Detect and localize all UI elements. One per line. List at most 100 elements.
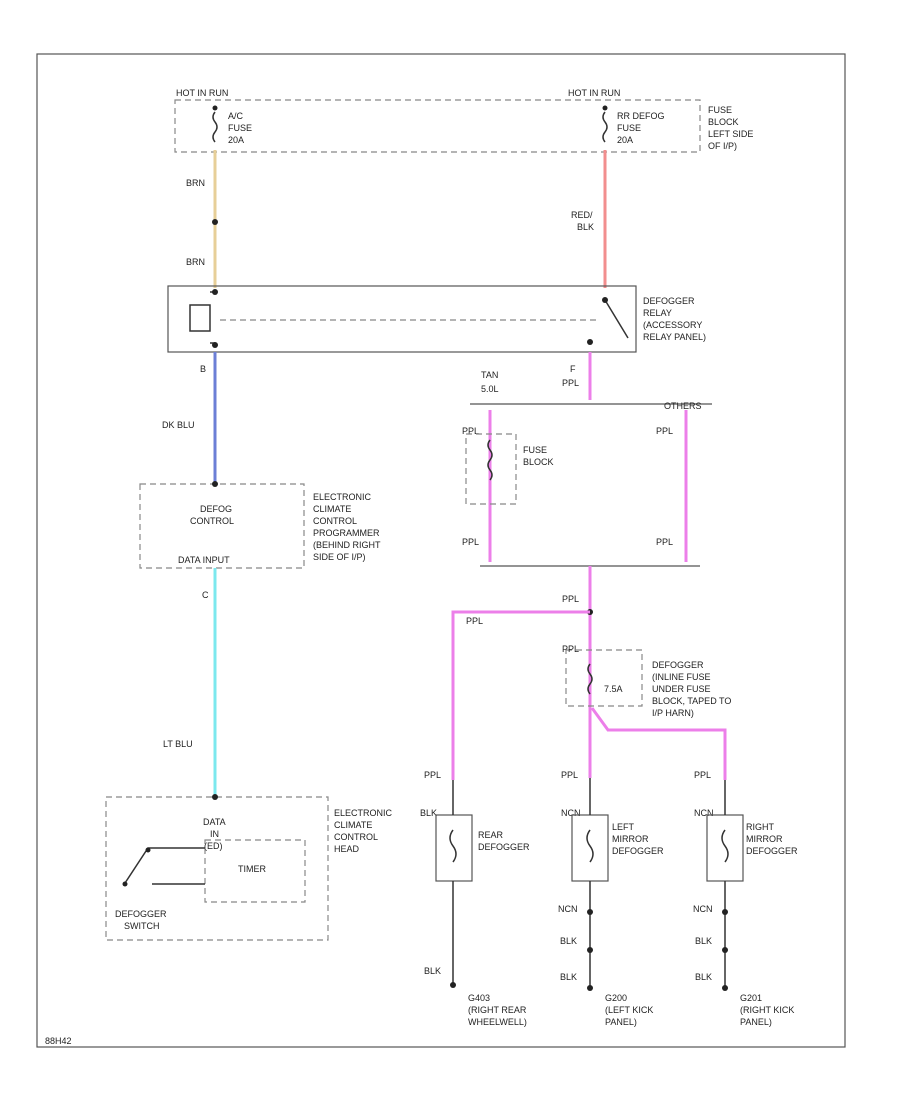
ground-label: (RIGHT REAR bbox=[468, 1005, 527, 1015]
junction-node bbox=[122, 881, 128, 887]
inline-fuse-box bbox=[565, 649, 643, 707]
ground-label: (LEFT KICK bbox=[605, 1005, 653, 1015]
junction-node bbox=[212, 105, 218, 111]
inner-fuse-block-box bbox=[465, 433, 517, 505]
ecc-head-caption: HEAD bbox=[334, 844, 360, 854]
defogger-switch-label: SWITCH bbox=[124, 921, 160, 931]
tan-label: 5.0L bbox=[481, 384, 499, 394]
ecc-head-caption: CLIMATE bbox=[334, 820, 372, 830]
ppl-wire-label: PPL bbox=[562, 378, 579, 388]
right-mirror-defogger-label: RIGHT bbox=[746, 822, 775, 832]
ecc-programmer-caption: ELECTRONIC bbox=[313, 492, 372, 502]
rdefog-fuse-rating: 20A bbox=[617, 135, 633, 145]
ecc-programmer-caption: CLIMATE bbox=[313, 504, 351, 514]
ecc-programmer-caption: SIDE OF I/P) bbox=[313, 552, 366, 562]
ac-fuse-rating: 20A bbox=[228, 135, 244, 145]
right-mirror-defogger-label: MIRROR bbox=[746, 834, 783, 844]
junction-node bbox=[587, 339, 593, 345]
relay-switch-icon bbox=[604, 299, 629, 339]
splice-node bbox=[722, 947, 728, 953]
fuse-block-caption: BLOCK bbox=[708, 117, 739, 127]
rdefog-fuse-symbol bbox=[602, 111, 608, 143]
hot-run-right-label: HOT IN RUN bbox=[568, 88, 620, 98]
defogger-switch-label: DEFOGGER bbox=[115, 909, 167, 919]
data-in-label: IN bbox=[210, 829, 219, 839]
ncn-label: NCN bbox=[558, 904, 578, 914]
left-mirror-defogger-label: DEFOGGER bbox=[612, 846, 664, 856]
diagram-id: 88H42 bbox=[45, 1036, 72, 1046]
blk-wire-label: BLK bbox=[560, 936, 577, 946]
others-label: OTHERS bbox=[664, 401, 702, 411]
data-in-label: DATA bbox=[203, 817, 226, 827]
red-blk-wire-label: BLK bbox=[577, 222, 594, 232]
rear-defogger-label: DEFOGGER bbox=[478, 842, 530, 852]
connector-node bbox=[722, 909, 728, 915]
ground-label: PANEL) bbox=[605, 1017, 637, 1027]
relay-caption: (ACCESSORY bbox=[643, 320, 702, 330]
left-mirror-defogger-label: LEFT bbox=[612, 822, 635, 832]
junction-node bbox=[212, 481, 218, 487]
ppl-wire bbox=[590, 707, 727, 780]
ppl-wire-label: PPL bbox=[562, 594, 579, 604]
inline-fuse-caption: BLOCK, TAPED TO bbox=[652, 696, 731, 706]
left-mirror-defogger-icon bbox=[586, 829, 594, 863]
junction-node bbox=[212, 342, 218, 348]
inner-fuse-block-label: BLOCK bbox=[523, 457, 554, 467]
rdefog-fuse-label: RR DEFOG bbox=[617, 111, 665, 121]
data-in-label: (ED) bbox=[204, 841, 223, 851]
ecc-programmer-caption: CONTROL bbox=[313, 516, 357, 526]
inner-fuse-block-label: FUSE bbox=[523, 445, 547, 455]
relay-caption: RELAY PANEL) bbox=[643, 332, 706, 342]
fuse-block-caption: OF I/P) bbox=[708, 141, 737, 151]
ppl-wire-label: PPL bbox=[561, 770, 578, 780]
rdefog-fuse-label: FUSE bbox=[617, 123, 641, 133]
blk-wire-label: BLK bbox=[560, 972, 577, 982]
brn-wire-label: BRN bbox=[186, 178, 205, 188]
junction-node bbox=[212, 794, 218, 800]
ppl-wire-label: PPL bbox=[462, 426, 479, 436]
right-mirror-defogger-icon bbox=[721, 829, 729, 863]
pin-label: B bbox=[200, 364, 206, 374]
inline-fuse-caption: I/P HARN) bbox=[652, 708, 694, 718]
right-mirror-defogger-box bbox=[706, 814, 744, 882]
rear-defogger-box bbox=[435, 814, 473, 882]
red-blk-wire-label: RED/ bbox=[571, 210, 593, 220]
inline-fuse-rating: 7.5A bbox=[604, 684, 623, 694]
data-input-label: DATA INPUT bbox=[178, 555, 230, 565]
relay-caption: RELAY bbox=[643, 308, 672, 318]
inline-fuse-symbol bbox=[587, 663, 593, 695]
ncn-label: NCN bbox=[693, 904, 713, 914]
timer-label: TIMER bbox=[238, 864, 266, 874]
ppl-wire-label: PPL bbox=[462, 537, 479, 547]
relay-caption: DEFOGGER bbox=[643, 296, 695, 306]
defog-control-box bbox=[139, 483, 305, 569]
fuse-block-caption: LEFT SIDE bbox=[708, 129, 753, 139]
left-mirror-defogger-label: MIRROR bbox=[612, 834, 649, 844]
junction-node bbox=[602, 297, 608, 303]
blk-wire-label: BLK bbox=[420, 808, 437, 818]
ppl-wire-label: PPL bbox=[424, 770, 441, 780]
defogger-relay-box bbox=[167, 285, 637, 353]
ppl-wire-label: PPL bbox=[562, 644, 579, 654]
fuse-block-box bbox=[174, 99, 701, 153]
ground-label: G200 bbox=[605, 993, 627, 1003]
timer-box bbox=[204, 839, 306, 903]
tan-label: TAN bbox=[481, 370, 498, 380]
ac-fuse-label: FUSE bbox=[228, 123, 252, 133]
relay-coil-icon bbox=[189, 304, 211, 332]
ppl-wire-label: PPL bbox=[466, 616, 483, 626]
ecc-head-caption: CONTROL bbox=[334, 832, 378, 842]
junction-node bbox=[145, 847, 151, 853]
inline-fuse-caption: DEFOGGER bbox=[652, 660, 704, 670]
ppl-wire-label: PPL bbox=[694, 770, 711, 780]
dk-blu-wire-label: DK BLU bbox=[162, 420, 195, 430]
rear-defogger-label: REAR bbox=[478, 830, 504, 840]
ppl-wire-label: PPL bbox=[656, 537, 673, 547]
ground-node bbox=[450, 982, 456, 988]
pin-label: C bbox=[202, 590, 209, 600]
ground-label: WHEELWELL) bbox=[468, 1017, 527, 1027]
ground-node bbox=[587, 985, 593, 991]
ac-fuse-label: A/C bbox=[228, 111, 244, 121]
lt-blu-wire-label: LT BLU bbox=[163, 739, 193, 749]
left-mirror-defogger-box bbox=[571, 814, 609, 882]
